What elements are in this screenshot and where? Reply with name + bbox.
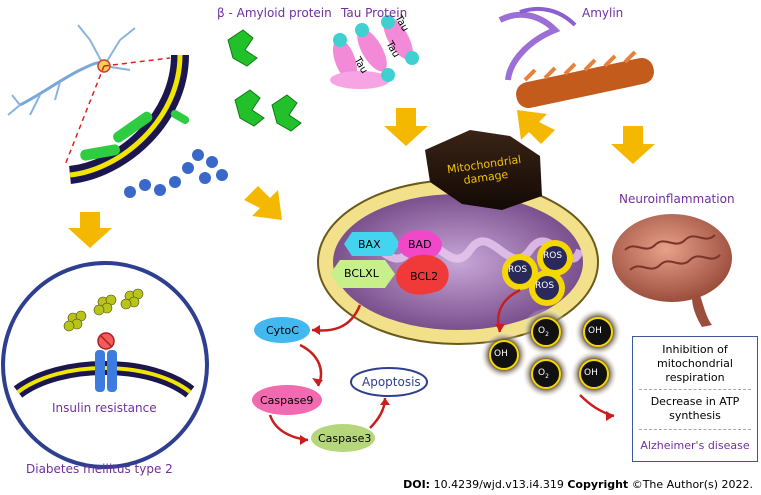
diabetes-label: Diabetes mellitus type 2 — [26, 462, 173, 476]
outcome-atp: Decrease in ATP synthesis — [650, 395, 740, 422]
ros-label-3: ROS — [535, 281, 555, 291]
o2-letter-1: O — [538, 326, 546, 336]
copyright-value: ©The Author(s) 2022. — [631, 478, 753, 491]
bax-label: BAX — [358, 238, 381, 251]
outcome-divider-2 — [639, 429, 751, 430]
citation-footer: DOI: 10.4239/wjd.v13.i4.319 Copyright ©T… — [403, 478, 753, 491]
cytoc-label: CytoC — [266, 324, 299, 337]
doi-value: 10.4239/wjd.v13.i4.319 — [433, 478, 564, 491]
radical-glows — [480, 308, 622, 398]
oh-label-1: OH — [494, 349, 508, 359]
ros-label-2: ROS — [543, 251, 563, 261]
outcomes-panel: Inhibition of mitochondrial respiration … — [632, 336, 758, 462]
ros-molecules — [502, 240, 573, 306]
red-arrowheads — [300, 324, 614, 445]
outcome-inhibition: Inhibition of mitochondrial respiration — [657, 343, 733, 384]
tau-protein-label: Tau Protein — [341, 6, 408, 20]
bad-label: BAD — [408, 238, 432, 251]
zoom-lines — [64, 57, 171, 166]
caspase3-label: Caspase3 — [318, 432, 372, 445]
mito-damage-shape — [425, 130, 542, 210]
bcl-proteins — [330, 230, 449, 295]
neuroinflammation-label: Neuroinflammation — [619, 192, 735, 206]
ros-label-1: ROS — [508, 265, 528, 275]
bclxl-label: BCLXL — [344, 267, 379, 280]
doi-label: DOI: — [403, 478, 431, 491]
orange-arrows — [68, 108, 655, 248]
copyright-label: Copyright — [567, 478, 629, 491]
apoptosis-shapes — [252, 317, 428, 452]
beta-amyloid-molecules — [227, 29, 302, 132]
o2-label-2: O2 — [538, 368, 549, 380]
amylin-structure — [498, 6, 654, 109]
neuron-illustration — [7, 24, 136, 116]
mitochondrion — [317, 179, 599, 345]
o2-label-1: O2 — [538, 326, 549, 338]
amyloid-plaque-stars — [124, 149, 228, 198]
outcome-divider-1 — [639, 389, 751, 390]
beta-amyloid-label: β - Amyloid protein — [217, 6, 332, 20]
oh-label-3: OH — [584, 368, 598, 378]
caspase9-label: Caspase9 — [260, 394, 314, 407]
insulin-resistance-label: Insulin resistance — [52, 401, 157, 415]
tau-molecules — [330, 15, 419, 89]
o2-letter-2: O — [538, 368, 546, 378]
oh-label-2: OH — [588, 326, 602, 336]
amylin-label: Amylin — [582, 6, 624, 20]
diabetes-circle — [1, 261, 209, 469]
brain-illustration — [612, 214, 732, 327]
outcome-alzheimers: Alzheimer's disease — [640, 439, 750, 452]
bcl2-label: BCL2 — [410, 270, 439, 283]
apoptosis-label: Apoptosis — [362, 375, 421, 389]
membrane-curve — [68, 54, 190, 184]
